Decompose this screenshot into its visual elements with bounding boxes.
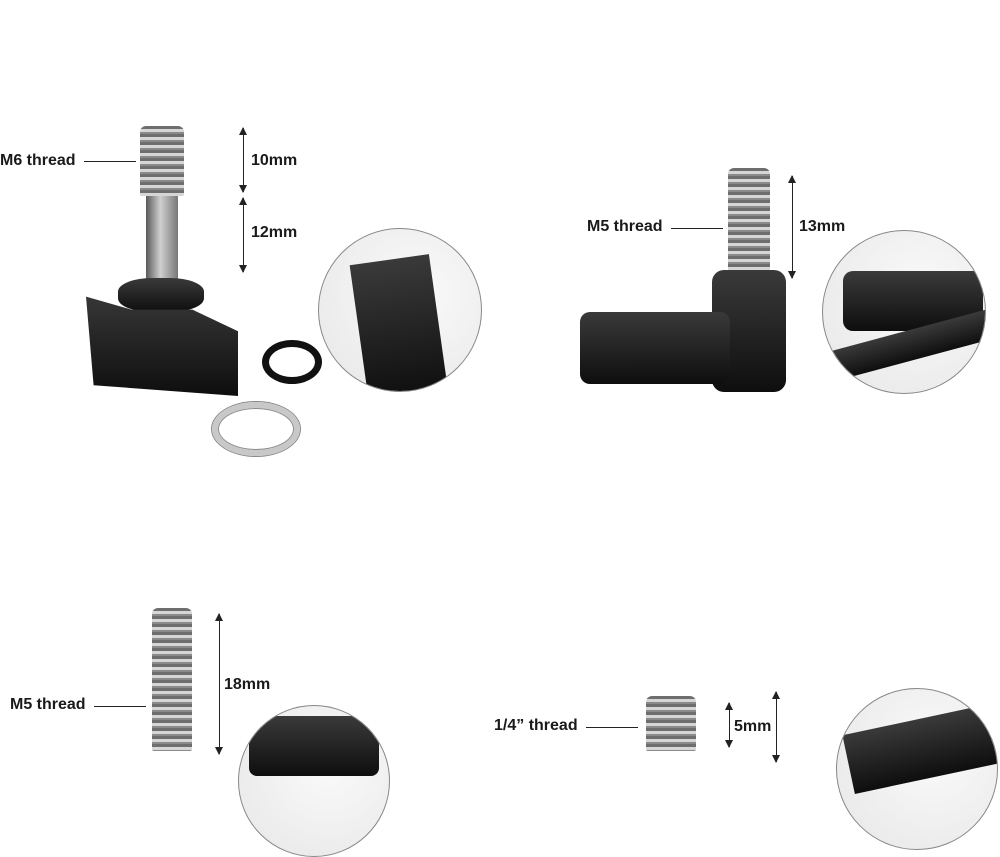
usage-detail-circle bbox=[822, 230, 986, 394]
dimension-arrow bbox=[788, 175, 796, 279]
leader-line bbox=[586, 727, 638, 728]
dimension-arrow bbox=[772, 691, 780, 763]
leader-line bbox=[94, 706, 146, 707]
usage-detail-circle bbox=[238, 705, 390, 857]
lever-arm bbox=[580, 312, 730, 384]
o-ring bbox=[262, 340, 322, 384]
screw-thread bbox=[646, 696, 696, 751]
thread-label: M5 thread bbox=[587, 218, 663, 235]
dimension-arrow bbox=[725, 702, 733, 748]
leader-line bbox=[671, 228, 723, 229]
screw-shaft bbox=[146, 196, 178, 288]
leader-line bbox=[84, 161, 136, 162]
dimension-arrow bbox=[239, 127, 247, 193]
thread-label: 1/4” thread bbox=[494, 717, 578, 734]
thread-label: M5 thread bbox=[10, 696, 86, 713]
screw-thread bbox=[140, 126, 184, 196]
thread-label: M6 thread bbox=[0, 152, 76, 169]
dimension-label: 18mm bbox=[224, 676, 271, 693]
dimension-label: 13mm bbox=[799, 218, 846, 235]
dimension-label: 10mm bbox=[251, 152, 298, 169]
washer bbox=[212, 402, 300, 456]
screw-thread bbox=[152, 608, 192, 751]
usage-detail-circle bbox=[836, 688, 998, 850]
dimension-arrow bbox=[215, 613, 223, 755]
usage-detail-circle bbox=[318, 228, 482, 392]
screw-collar bbox=[118, 278, 204, 312]
dimension-arrow bbox=[239, 197, 247, 273]
dimension-label: 12mm bbox=[251, 224, 298, 241]
dimension-label: 5mm bbox=[734, 718, 772, 735]
